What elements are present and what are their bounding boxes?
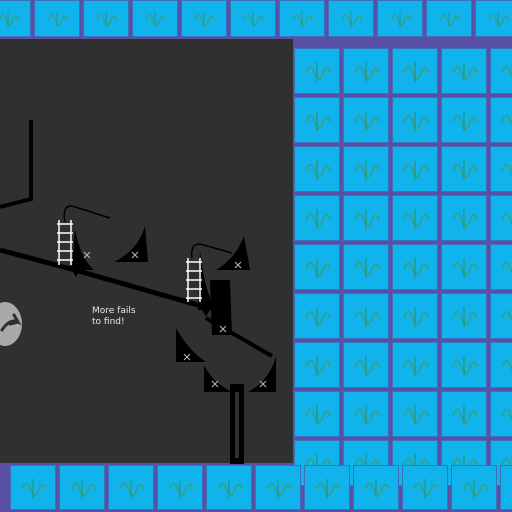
tile bbox=[441, 342, 487, 388]
tile bbox=[402, 465, 448, 510]
tile bbox=[490, 146, 512, 192]
tile bbox=[294, 146, 340, 192]
tile bbox=[490, 391, 512, 437]
tile bbox=[392, 146, 438, 192]
tile bbox=[490, 195, 512, 241]
hint-text: More fails to find! bbox=[92, 306, 136, 327]
tile bbox=[490, 48, 512, 94]
tile bbox=[490, 342, 512, 388]
tile bbox=[343, 195, 389, 241]
tile bbox=[304, 465, 350, 510]
tile bbox=[279, 0, 325, 37]
tile bbox=[181, 0, 227, 37]
tile bbox=[59, 465, 105, 510]
tile bbox=[343, 146, 389, 192]
tile bbox=[353, 465, 399, 510]
tile bbox=[230, 0, 276, 37]
rewind-arrow-icon bbox=[0, 313, 22, 332]
tile bbox=[490, 244, 512, 290]
tile bbox=[490, 293, 512, 339]
tile bbox=[83, 0, 129, 37]
tile bbox=[294, 293, 340, 339]
tile bbox=[426, 0, 472, 37]
tile bbox=[343, 244, 389, 290]
tile bbox=[441, 293, 487, 339]
tile bbox=[294, 48, 340, 94]
tile bbox=[255, 465, 301, 510]
tile bbox=[392, 391, 438, 437]
tile bbox=[441, 48, 487, 94]
tile bbox=[343, 97, 389, 143]
tile bbox=[206, 465, 252, 510]
tile bbox=[392, 342, 438, 388]
rewind-button[interactable] bbox=[0, 302, 22, 346]
tile bbox=[343, 293, 389, 339]
tile bbox=[132, 0, 178, 37]
tile bbox=[490, 97, 512, 143]
tile bbox=[0, 0, 31, 37]
tile bbox=[475, 0, 512, 37]
tile bbox=[294, 195, 340, 241]
tile bbox=[294, 97, 340, 143]
tile bbox=[34, 0, 80, 37]
tile bbox=[392, 244, 438, 290]
tile bbox=[377, 0, 423, 37]
tile bbox=[392, 293, 438, 339]
tile bbox=[328, 0, 374, 37]
tile bbox=[392, 195, 438, 241]
tile bbox=[441, 97, 487, 143]
tile bbox=[294, 244, 340, 290]
tile bbox=[500, 465, 512, 510]
tile bbox=[441, 195, 487, 241]
tile bbox=[294, 391, 340, 437]
play-area[interactable] bbox=[0, 39, 293, 463]
tile bbox=[294, 342, 340, 388]
tile bbox=[392, 97, 438, 143]
tile bbox=[441, 146, 487, 192]
tile bbox=[10, 465, 56, 510]
tile bbox=[343, 48, 389, 94]
tile bbox=[157, 465, 203, 510]
tile bbox=[343, 391, 389, 437]
tile bbox=[441, 244, 487, 290]
tile bbox=[441, 391, 487, 437]
tile bbox=[392, 48, 438, 94]
tile bbox=[451, 465, 497, 510]
tile bbox=[108, 465, 154, 510]
tile bbox=[343, 342, 389, 388]
